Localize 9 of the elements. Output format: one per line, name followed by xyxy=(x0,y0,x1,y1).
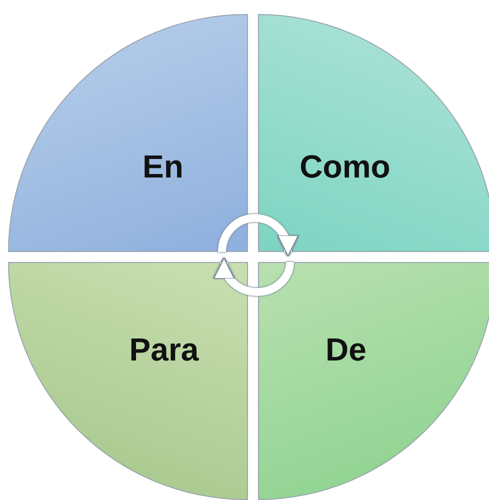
quadrant-segment xyxy=(8,262,248,500)
quadrant-segment xyxy=(258,14,489,252)
curved-arrow xyxy=(218,214,298,257)
segment-label: Para xyxy=(129,332,199,368)
curved-arrow xyxy=(214,257,294,296)
segment-label: De xyxy=(326,332,366,368)
segment-label: En xyxy=(142,148,184,186)
quadrant-segment xyxy=(258,262,489,500)
segment-label: Como xyxy=(300,148,390,186)
